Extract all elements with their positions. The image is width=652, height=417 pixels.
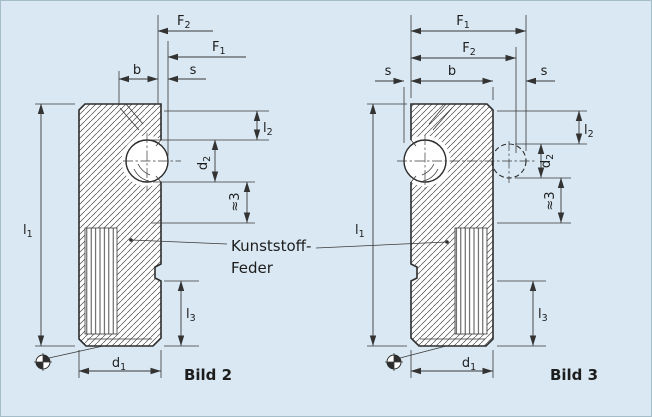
- fig2-ball-shading: [133, 163, 151, 182]
- fig3-pocket-lips: [410, 139, 417, 183]
- fig2-caption: Bild 2: [184, 366, 232, 384]
- fig2-label-d2: d2: [196, 156, 213, 170]
- fig3-label-b: b: [448, 64, 456, 79]
- fig3-ball-shading: [421, 163, 439, 182]
- ground-symbol-icon: [34, 345, 104, 371]
- fig2-dimensions: [34, 15, 269, 378]
- fig3-label-l3: l3: [538, 307, 548, 324]
- fig3-label-l2: l2: [584, 123, 594, 140]
- fig2-label-d1: d1: [112, 356, 126, 373]
- fig2-label-s: s: [190, 63, 197, 78]
- fig2-label-l2: l2: [263, 121, 273, 138]
- fig3-label-F2: F2: [462, 41, 476, 58]
- annotation-line2: Feder: [231, 259, 274, 277]
- fig2-label-l3: l3: [186, 307, 196, 324]
- fig3-label-d1: d1: [462, 356, 476, 373]
- fig2-label-F1: F1: [212, 40, 226, 57]
- fig2-label-approx3: ≈3: [228, 192, 243, 211]
- annotation-line1: Kunststoff-: [231, 237, 311, 255]
- fig3-label-F1: F1: [456, 14, 470, 31]
- fig2-knurl-zone: [84, 227, 118, 335]
- fig3-label-s-left: s: [385, 64, 392, 79]
- fig3-caption: Bild 3: [550, 366, 598, 384]
- fig3-knurl-zone: [454, 227, 488, 335]
- ground-symbol-icon: [385, 345, 447, 371]
- fig3-dimensions: [367, 15, 587, 378]
- fig2-pocket-lips: [155, 139, 162, 183]
- fig3-outline: [410, 103, 494, 347]
- fig3-label-l1: l1: [355, 223, 365, 240]
- fig2-label-b: b: [133, 63, 141, 78]
- fig3-detail-lines: [420, 103, 485, 340]
- fig2-label-l1: l1: [23, 223, 33, 240]
- fig3-label-s-right: s: [541, 64, 548, 79]
- fig2-centerlines: [123, 133, 181, 191]
- fig3-body: [397, 103, 535, 347]
- annotation-kunststoff-feder: Kunststoff- Feder: [129, 237, 449, 277]
- fig3-centerlines: [397, 135, 535, 189]
- fig2-body: [78, 103, 181, 347]
- fig2-detail-lines: [87, 103, 152, 340]
- fig2-outline: [78, 103, 162, 347]
- fig2-label-F2: F2: [177, 14, 191, 31]
- fig3-label-approx3: ≈3: [543, 191, 558, 210]
- fig3-label-d2: d2: [539, 154, 556, 168]
